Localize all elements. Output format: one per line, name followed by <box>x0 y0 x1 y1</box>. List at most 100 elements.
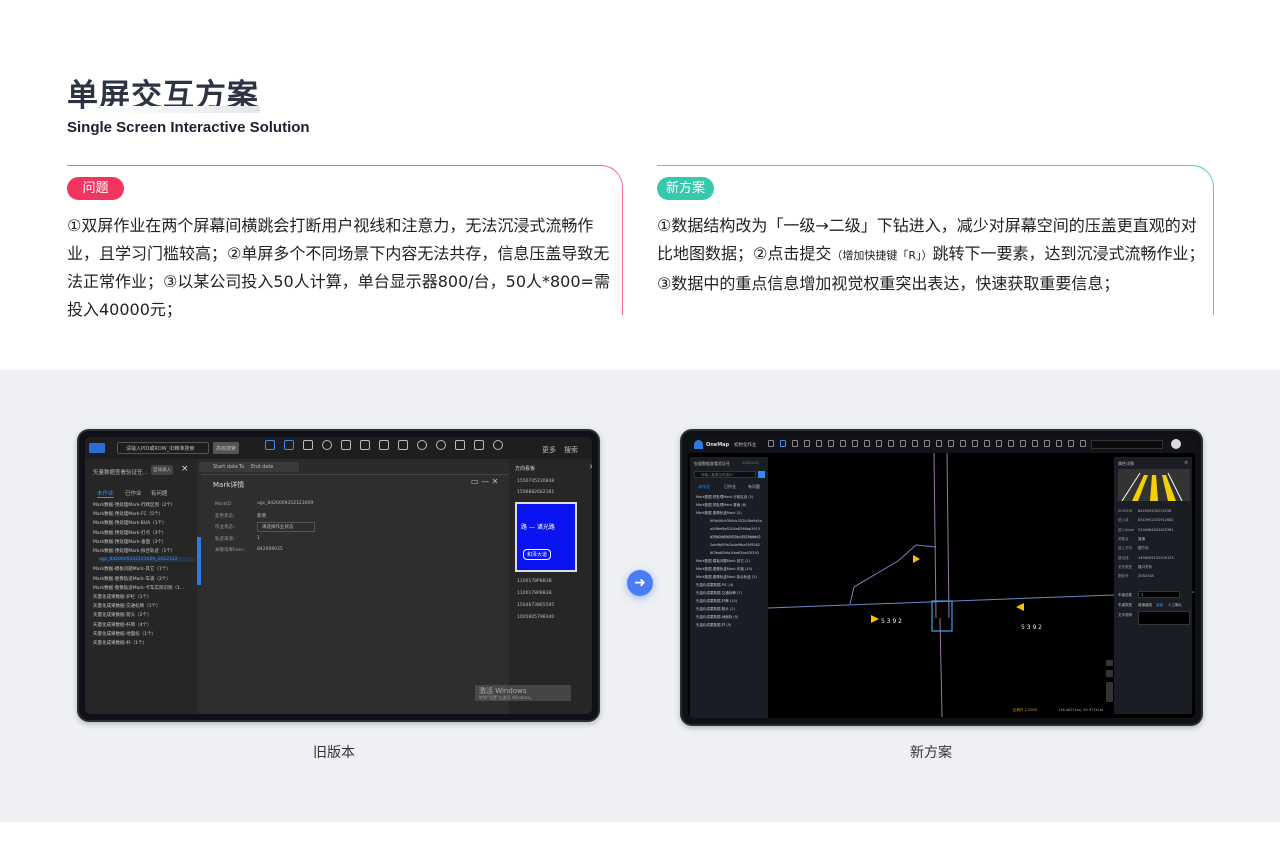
tool-icon[interactable] <box>265 440 275 450</box>
selection-box[interactable] <box>931 600 953 632</box>
task-list-item[interactable]: 矢量化成果数据-杆牌（4个） <box>93 622 152 628</box>
task-list-item[interactable]: Mark数据-预处理Mark-打点（3个） <box>93 530 167 536</box>
side-tab[interactable] <box>197 537 201 585</box>
task-list-item[interactable]: 矢量化成果数据-交通标牌（1个） <box>93 604 161 610</box>
window-controls[interactable]: ▭ — ✕ <box>471 477 499 486</box>
task-list-item[interactable]: 矢量化成果数据-地面标（1个） <box>93 631 156 637</box>
tool-icon[interactable] <box>398 440 408 450</box>
tool-icon[interactable] <box>924 440 930 447</box>
task-list-item[interactable]: Mark数据-预处理Mark-垂面（3个） <box>93 539 167 545</box>
tool-icon[interactable] <box>341 440 351 450</box>
tool-icon[interactable] <box>379 440 389 450</box>
tool-icon[interactable] <box>984 440 990 447</box>
tool-icon[interactable] <box>900 440 906 447</box>
old-search-input[interactable]: 请输入PID或ROW_ID精准搜索 <box>117 442 209 454</box>
task-list-item[interactable]: a0ff6ef8e5204a8398ab3913 <box>710 527 761 531</box>
work-status-select[interactable]: 请选择作业状态 <box>257 522 315 532</box>
task-list-item[interactable]: Mark数据-图像轨迹Mark-车道（2个） <box>93 576 171 582</box>
close-icon[interactable]: × <box>181 464 189 474</box>
task-list-item[interactable]: 2ab9b0f9a1bdaf9ba50f9262 <box>710 543 761 547</box>
close-icon[interactable]: ✕ <box>589 463 592 471</box>
tool-icon[interactable] <box>1068 440 1074 447</box>
layers-button[interactable] <box>1106 660 1113 666</box>
tool-icon[interactable] <box>960 440 966 447</box>
tool-icon[interactable] <box>852 440 858 447</box>
task-list-item[interactable]: 矢量化成果数据-地面标 (5) <box>696 615 739 619</box>
task-list-item[interactable]: b39b2a8fa2f03ec4519adec0 <box>710 535 761 539</box>
tool-icon[interactable] <box>474 440 484 450</box>
task-list-item[interactable]: 矢量化成果数据-箭头 (2) <box>696 607 735 611</box>
zoom-control[interactable] <box>1106 682 1113 702</box>
tab-todo[interactable]: 未作业 <box>97 491 114 498</box>
tool-icon[interactable] <box>455 440 465 450</box>
start-date[interactable]: Start date <box>213 464 239 470</box>
tool-icon[interactable] <box>780 440 786 447</box>
task-list-item[interactable]: 矢量化成果数据-箭头（2个） <box>93 613 152 619</box>
note-textarea[interactable] <box>1138 611 1190 625</box>
task-list-item[interactable]: 矢量化成果数据-杆 (5) <box>696 623 732 627</box>
task-list-item[interactable]: Mark数据-预处理Mark-FC（5个） <box>93 512 164 518</box>
left-search-input[interactable]: 请输入要素名称或ID <box>694 471 756 478</box>
task-list-item[interactable]: Mark数据-预处理Mark-BUA（1个） <box>93 521 167 527</box>
tool-icon[interactable] <box>360 440 370 450</box>
gear-icon[interactable] <box>493 440 503 450</box>
tab-done[interactable]: 已作业 <box>125 491 142 497</box>
warning-marker-icon[interactable] <box>871 615 879 623</box>
tab-todo[interactable]: 未作业 <box>698 484 710 489</box>
task-list-item[interactable]: Mark数据-预处理Mark-垂面 (6) <box>696 503 747 507</box>
project-select[interactable]: 初始化作业 <box>734 443 757 448</box>
lane-option[interactable]: 普通道路 <box>1138 603 1152 607</box>
tool-icon[interactable] <box>1032 440 1038 447</box>
task-list-item[interactable]: Mark数据-模板问题Mark-其它（1个） <box>93 567 171 573</box>
tool-icon[interactable] <box>436 440 446 450</box>
task-list-item[interactable]: 矢量化成果数据-交通标牌 (7) <box>696 591 742 595</box>
tool-icon[interactable] <box>1056 440 1062 447</box>
tool-icon[interactable] <box>1044 440 1050 447</box>
search-button[interactable] <box>758 471 765 478</box>
tool-icon[interactable] <box>804 440 810 447</box>
task-list-item[interactable]: Mark数据-图像轨迹Mark-卡车实际识别（1... <box>93 585 185 591</box>
end-date[interactable]: End date <box>251 464 274 470</box>
avatar[interactable] <box>1171 439 1181 449</box>
warning-marker-icon[interactable] <box>913 555 920 563</box>
close-icon[interactable]: × <box>1184 460 1189 466</box>
tool-icon[interactable] <box>828 440 834 447</box>
tool-icon[interactable] <box>912 440 918 447</box>
tool-icon[interactable] <box>864 440 870 447</box>
tool-icon[interactable] <box>768 440 774 447</box>
tool-icon[interactable] <box>876 440 882 447</box>
lane-option[interactable]: 人工确认 <box>1168 603 1182 607</box>
tool-icon[interactable] <box>417 440 427 450</box>
tool-icon[interactable] <box>996 440 1002 447</box>
tool-icon[interactable] <box>816 440 822 447</box>
task-list-item[interactable]: 6f3ba60bfa1fba63ba03f192 <box>710 551 760 555</box>
task-list-item[interactable]: Mark数据-预处理Mark-行政区划（2个） <box>93 503 176 508</box>
lane-option[interactable]: 高速 <box>1156 603 1163 607</box>
task-list-item[interactable]: 矢量化成果数据-杆（1个） <box>93 641 147 646</box>
tool-icon[interactable] <box>322 440 332 450</box>
auto-entry-button[interactable]: 自动录入 <box>151 465 173 475</box>
tool-icon[interactable] <box>888 440 894 447</box>
advanced-search-button[interactable]: 高级搜索 <box>213 442 239 454</box>
task-list-item[interactable]: 矢量化成果数据-PIC (4) <box>696 583 734 587</box>
locate-button[interactable] <box>1106 670 1113 677</box>
map-search-input[interactable] <box>1091 440 1163 449</box>
tool-icon[interactable] <box>948 440 954 447</box>
task-list-item[interactable]: ugc_8420009352123009_2022122 <box>99 557 195 563</box>
tab-issues[interactable]: 有问题 <box>748 484 760 489</box>
search-button[interactable]: 搜索 <box>564 446 578 454</box>
lane-count-input[interactable]: 1 <box>1138 591 1180 598</box>
task-list-item[interactable]: Mark数据-模板问题Mark-其它 (2) <box>696 559 750 563</box>
tool-icon[interactable] <box>1080 440 1086 447</box>
task-list-item[interactable]: Mark数据-预处理Mark-行政区划 (2) <box>696 495 754 499</box>
task-list-item[interactable]: Mark数据-图像轨迹Mark-车道 (10) <box>696 567 753 571</box>
tool-icon[interactable] <box>1020 440 1026 447</box>
date-range-picker[interactable]: Start date To End date <box>199 462 299 472</box>
task-list-item[interactable]: Mark数据-图像轨迹Mark (5) <box>696 511 742 515</box>
task-list-item[interactable]: Mark数据-预处理Mark-拟合轨迹（1个） <box>93 549 176 554</box>
tool-icon[interactable] <box>284 440 294 450</box>
tool-icon[interactable] <box>972 440 978 447</box>
tool-icon[interactable] <box>936 440 942 447</box>
tool-icon[interactable] <box>303 440 313 450</box>
warning-marker-icon[interactable] <box>1016 603 1024 611</box>
